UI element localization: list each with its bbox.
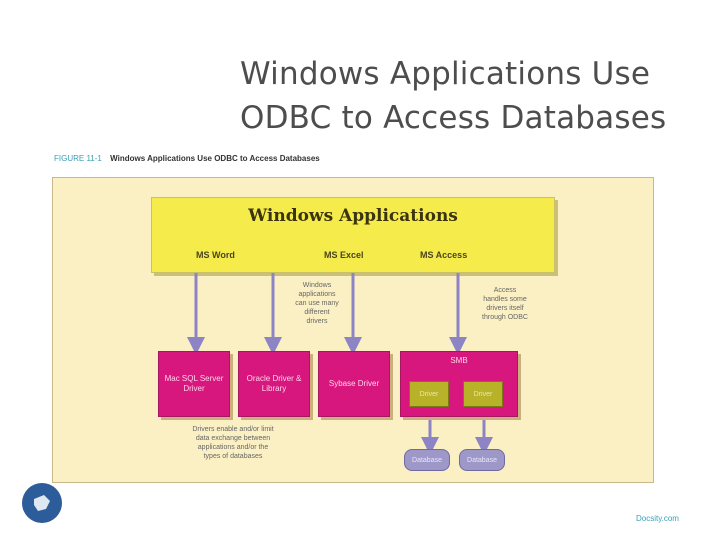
database-pill-1: Database [404, 449, 450, 471]
note-line: data exchange between [195, 435, 271, 442]
note-line: drivers [306, 318, 328, 325]
driver-box-2: Oracle Driver & Library [238, 351, 310, 417]
note-line: applications and/or the [197, 444, 269, 451]
driver-label-3: Sybase Driver [328, 379, 380, 388]
note-line: can use many [295, 300, 339, 307]
smb-inner-driver-2: Driver [463, 381, 503, 407]
figure-caption-text: Windows Applications Use ODBC to Access … [110, 154, 320, 163]
driver-label-2: Oracle Driver & Library [246, 374, 302, 393]
note-drivers-many: Windows applications can use many differ… [286, 281, 348, 326]
app-label-excel: MS Excel [324, 250, 364, 260]
seal-emblem-icon [34, 495, 50, 511]
note-access-drivers: Access handles some drivers itself throu… [466, 286, 544, 322]
note-line: types of databases [203, 453, 263, 460]
app-label-word: MS Word [196, 250, 235, 260]
smb-inner-driver-label-2: Driver [473, 390, 493, 398]
note-line: Windows [302, 282, 332, 289]
figure-caption: FIGURE 11-1 Windows Applications Use ODB… [54, 154, 614, 163]
note-line: drivers itself [486, 305, 524, 312]
note-line: through ODBC [482, 314, 528, 321]
slide-title-line-1: Windows Applications Use [240, 56, 651, 92]
driver-box-3: Sybase Driver [318, 351, 390, 417]
database-label-2: Database [467, 456, 497, 464]
windows-applications-title: Windows Applications [248, 206, 458, 226]
smb-inner-driver-1: Driver [409, 381, 449, 407]
figure-number: FIGURE 11-1 [54, 154, 102, 163]
source-watermark[interactable]: Docsity.com [636, 514, 679, 523]
windows-applications-box: Windows Applications MS Word MS Excel MS… [151, 197, 555, 273]
note-line: Drivers enable and/or limit [192, 426, 274, 433]
smb-label: SMB [450, 356, 468, 365]
note-drivers-enable: Drivers enable and/or limit data exchang… [168, 425, 298, 461]
note-line: handles some [483, 296, 527, 303]
note-line: applications [298, 291, 336, 298]
note-line: different [304, 309, 330, 316]
slide-title-line-2: ODBC to Access Databases [240, 100, 667, 136]
database-pill-2: Database [459, 449, 505, 471]
note-line: Access [493, 287, 517, 294]
driver-label-1: Mac SQL Server Driver [164, 374, 224, 393]
database-label-1: Database [412, 456, 442, 464]
smb-inner-driver-label-1: Driver [419, 390, 439, 398]
slide-title: Windows Applications Use ODBC to Access … [240, 52, 700, 140]
app-label-access: MS Access [420, 250, 468, 260]
driver-box-1: Mac SQL Server Driver [158, 351, 230, 417]
